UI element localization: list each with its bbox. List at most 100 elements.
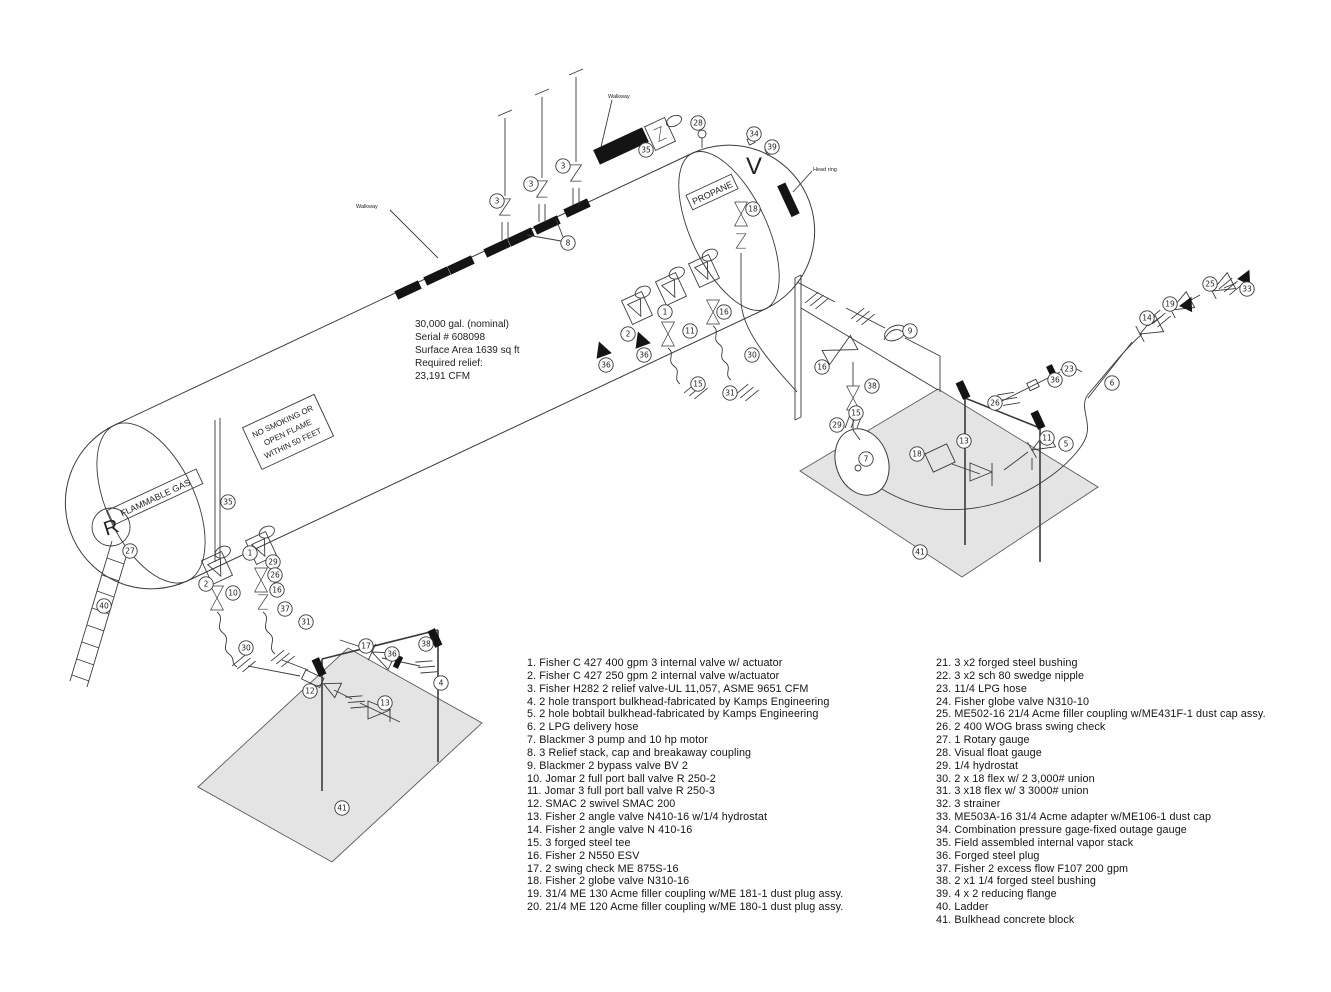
- callout-15: 15: [848, 405, 864, 421]
- rear-openings: [591, 246, 760, 405]
- callout-28: 28: [690, 115, 706, 131]
- callout-40: 40: [96, 598, 112, 614]
- legend-item: 1. Fisher C 427 400 gpm 3 internal valve…: [527, 657, 783, 669]
- svg-text:40: 40: [99, 602, 109, 611]
- callout-23: 23: [1061, 361, 1077, 377]
- legend-item: 29. 1/4 hydrostat: [936, 759, 1019, 772]
- callout-8: 8: [560, 235, 576, 251]
- legend-item: 5. 2 hole bobtail bulkhead-fabricated by…: [527, 708, 819, 721]
- legend-item: 40. Ladder: [936, 901, 989, 914]
- legend-item: 37. Fisher 2 excess flow F107 200 gpm: [936, 862, 1129, 875]
- svg-text:7: 7: [864, 455, 869, 464]
- legend-item: 17. 2 swing check ME 875S-16: [527, 862, 679, 875]
- svg-text:16: 16: [719, 308, 729, 317]
- svg-text:41: 41: [337, 804, 347, 813]
- callout-14: 14: [1139, 310, 1155, 326]
- svg-text:1: 1: [663, 308, 668, 317]
- svg-text:26: 26: [990, 399, 1000, 408]
- legend-item: 28. Visual float gauge: [936, 746, 1042, 759]
- svg-text:25: 25: [1205, 280, 1215, 289]
- legend-item: 10. Jomar 2 full port ball valve R 250-2: [527, 772, 716, 785]
- callout-29: 29: [265, 554, 281, 570]
- legend-item: 16. Fisher 2 N550 ESV: [527, 849, 640, 862]
- tank-spec-line: Serial # 608098: [415, 332, 485, 343]
- svg-text:9: 9: [908, 327, 913, 336]
- callout-36: 36: [598, 357, 614, 373]
- callout-10: 10: [225, 585, 241, 601]
- legend-item: 11. Jomar 3 full port ball valve R 250-3: [527, 785, 716, 798]
- svg-text:18: 18: [748, 205, 758, 214]
- legend-item: 24. Fisher globe valve N310-10: [936, 695, 1090, 708]
- legend-item: 6. 2 LPG delivery hose: [527, 721, 639, 734]
- svg-text:14: 14: [1142, 314, 1152, 323]
- svg-text:12: 12: [305, 687, 315, 696]
- legend-item: 31. 3 x18 flex w/ 3 3000# union: [936, 785, 1089, 798]
- callout-35: 35: [220, 494, 236, 510]
- walkway-top-label: Walkway: [608, 94, 630, 100]
- callout-13: 13: [956, 433, 972, 449]
- svg-text:30: 30: [241, 644, 251, 653]
- svg-text:3: 3: [529, 180, 534, 189]
- head-ring: [777, 170, 813, 218]
- callout-41: 41: [912, 544, 928, 560]
- callout-7: 7: [858, 451, 874, 467]
- front-leg-right: [243, 523, 296, 671]
- legend-item: 38. 2 x1 1/4 forged steel bushing: [936, 875, 1096, 888]
- svg-text:13: 13: [380, 699, 390, 708]
- svg-text:27: 27: [125, 547, 135, 556]
- legend-item: 14. Fisher 2 angle valve N 410-16: [527, 823, 693, 836]
- callout-16: 16: [814, 359, 830, 375]
- head-vapor-valve: [734, 201, 939, 421]
- legend-item: 3. Fisher H282 2 relief valve-UL 11,057,…: [527, 682, 809, 695]
- svg-text:5: 5: [1064, 440, 1069, 449]
- legend-item: 26. 2 400 WOG brass swing check: [936, 721, 1106, 734]
- svg-text:26: 26: [270, 571, 280, 580]
- svg-text:29: 29: [268, 558, 278, 567]
- legend-item: 4. 2 hole transport bulkhead-fabricated …: [527, 695, 830, 708]
- walkway-top-leader: [600, 99, 613, 148]
- tank-spec-line: 30,000 gal. (nominal): [415, 319, 509, 330]
- svg-text:34: 34: [749, 130, 759, 139]
- legend-column-left: 1. Fisher C 427 400 gpm 3 internal valve…: [527, 657, 867, 914]
- legend-item: 7. Blackmer 3 pump and 10 hp motor: [527, 734, 709, 747]
- callout-39: 39: [764, 139, 780, 155]
- legend-item: 34. Combination pressure gage-fixed outa…: [936, 823, 1187, 836]
- svg-text:17: 17: [361, 642, 371, 651]
- callout-26: 26: [987, 395, 1003, 411]
- svg-text:2: 2: [626, 330, 631, 339]
- callout-18: 18: [909, 446, 925, 462]
- svg-text:36: 36: [639, 351, 649, 360]
- legend-item: 2. Fisher C 427 250 gpm 2 internal valve…: [527, 669, 780, 682]
- svg-text:4: 4: [439, 679, 444, 688]
- callout-5: 5: [1058, 436, 1074, 452]
- svg-text:31: 31: [725, 389, 735, 398]
- callout-30: 30: [238, 640, 254, 656]
- callout-12: 12: [302, 683, 318, 699]
- legend-item: 21. 3 x2 forged steel bushing: [936, 657, 1078, 669]
- walkway-left-leader: [389, 209, 439, 259]
- delivery-hose: [881, 333, 1143, 510]
- callout-13: 13: [377, 695, 393, 711]
- legend-item: 19. 31/4 ME 130 Acme filler coupling w/M…: [527, 888, 844, 901]
- callout-9: 9: [902, 323, 918, 339]
- legend-item: 35. Field assembled internal vapor stack: [936, 836, 1134, 849]
- svg-text:38: 38: [867, 382, 877, 391]
- svg-text:13: 13: [959, 437, 969, 446]
- svg-text:38: 38: [421, 640, 431, 649]
- callout-37: 37: [277, 601, 293, 617]
- svg-text:16: 16: [817, 363, 827, 372]
- svg-text:35: 35: [223, 498, 233, 507]
- callout-36: 36: [636, 347, 652, 363]
- svg-text:39: 39: [767, 143, 777, 152]
- callout-36: 36: [384, 646, 400, 662]
- concrete-pad-left: [197, 647, 483, 863]
- callout-25: 25: [1202, 276, 1218, 292]
- svg-text:15: 15: [693, 380, 703, 389]
- legend-item: 39. 4 x 2 reducing flange: [936, 888, 1057, 901]
- tank-body: [64, 144, 816, 590]
- svg-text:10: 10: [228, 589, 238, 598]
- front-leg-left: [199, 543, 257, 676]
- svg-text:8: 8: [566, 239, 571, 248]
